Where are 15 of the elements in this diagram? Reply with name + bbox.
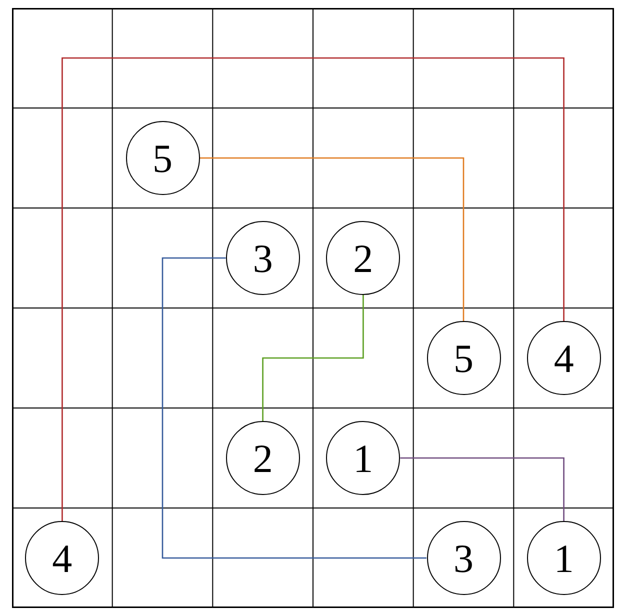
path-line	[162, 257, 426, 559]
number-circle: 4	[526, 321, 601, 395]
number-circle: 1	[526, 521, 601, 595]
number-circle: 2	[226, 421, 300, 495]
number-circle: 2	[326, 221, 400, 295]
number-circle: 5	[126, 121, 200, 195]
number-circle: 4	[25, 521, 100, 595]
path-line	[200, 157, 464, 321]
number-circle: 3	[426, 521, 500, 595]
path-line	[62, 57, 564, 521]
number-circle: 1	[326, 421, 400, 495]
number-circle: 5	[426, 321, 500, 395]
path-line	[262, 295, 364, 421]
number-circle: 3	[226, 221, 300, 295]
path-line	[400, 457, 564, 521]
